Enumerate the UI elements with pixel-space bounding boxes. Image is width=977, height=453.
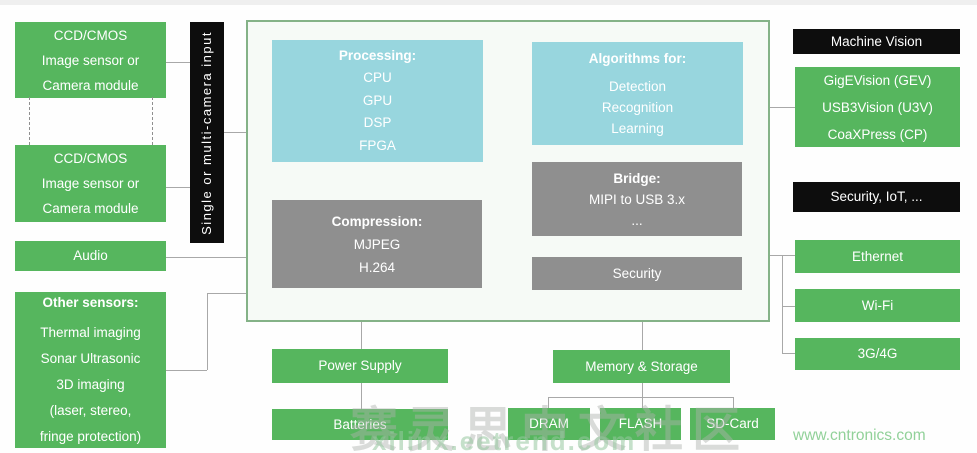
connector-camera2-inputbar — [166, 187, 190, 188]
machine-vision-label: Machine Vision — [830, 33, 923, 49]
connector-soc-powersupply — [361, 322, 362, 349]
vision-interface-item: USB3Vision (U3V) — [822, 99, 933, 115]
ethernet-label: Ethernet — [851, 248, 904, 264]
page-top-border — [0, 0, 977, 5]
security-box: Security — [532, 257, 742, 290]
algorithms-item: Detection — [608, 79, 667, 94]
watermark-cntronics: www.cntronics.com — [793, 427, 926, 444]
connector-ladder-sdcard — [733, 397, 734, 408]
camera-module-line: CCD/CMOS — [53, 27, 128, 43]
dram-box: DRAM — [508, 408, 590, 440]
camera-module-line: Image sensor or — [41, 52, 140, 68]
other-sensors-box: Other sensors: Thermal imaging Sonar Ult… — [15, 292, 166, 448]
camera-module-line: Camera module — [42, 201, 139, 216]
camera-module-line: Image sensor or — [41, 176, 140, 191]
algorithms-title: Algorithms for: — [588, 51, 687, 66]
connector-ladder-dram — [548, 397, 549, 408]
dashed-camera-ellipsis — [29, 97, 30, 145]
connector-audio-soc — [166, 257, 246, 258]
connector-connectivity-trunk — [782, 255, 783, 353]
security-iot-header: Security, IoT, ... — [793, 182, 960, 212]
connector-soc-visioninterfaces — [770, 107, 795, 108]
wifi-label: Wi-Fi — [861, 297, 894, 313]
processing-item: FPGA — [359, 137, 396, 153]
processing-item: CPU — [363, 70, 392, 86]
memory-storage-label: Memory & Storage — [585, 358, 698, 374]
power-supply-box: Power Supply — [272, 349, 448, 383]
camera-module-box-1: CCD/CMOS Image sensor or Camera module — [15, 22, 166, 98]
connector-trunk-wifi — [782, 306, 795, 307]
camera-module-line: Camera module — [42, 77, 139, 93]
dram-label: DRAM — [529, 416, 569, 431]
watermark-chinese: 赛灵思中文社区 — [350, 404, 750, 453]
cellular-box: 3G/4G — [795, 338, 960, 370]
security-iot-label: Security, IoT, ... — [830, 189, 923, 204]
bridge-title: Bridge: — [613, 170, 661, 186]
sd-card-label: SD-Card — [706, 416, 759, 431]
processing-item: GPU — [362, 92, 393, 108]
flash-label: FLASH — [618, 416, 663, 431]
cellular-label: 3G/4G — [857, 346, 898, 361]
other-sensor-item: fringe protection) — [39, 429, 142, 444]
camera-module-box-2: CCD/CMOS Image sensor or Camera module — [15, 145, 166, 222]
batteries-label: Batteries — [333, 416, 387, 432]
connector-memory-ladder — [548, 397, 733, 398]
processing-title: Processing: — [338, 47, 417, 63]
connector-memory-flash — [642, 383, 643, 408]
camera-input-bar: Single or multi-camera input — [190, 22, 224, 243]
processing-box: Processing: CPU GPU DSP FPGA — [272, 40, 483, 162]
vision-interface-item: GigEVision (GEV) — [823, 72, 932, 88]
audio-label: Audio — [73, 248, 108, 263]
watermark-site: xilinx.eetrend.com — [372, 426, 637, 453]
connector-camera1-inputbar — [166, 62, 190, 63]
wifi-box: Wi-Fi — [795, 289, 960, 322]
algorithms-item: Learning — [611, 121, 664, 136]
bridge-box: Bridge: MIPI to USB 3.x ... — [532, 162, 742, 236]
bridge-item: ... — [631, 212, 643, 228]
other-sensor-item: Thermal imaging — [40, 325, 141, 340]
flash-box: FLASH — [600, 408, 681, 440]
other-sensors-title: Other sensors: — [42, 295, 139, 310]
power-supply-label: Power Supply — [318, 358, 402, 373]
connector-trunk-cellular — [782, 353, 795, 354]
vision-interfaces-box: GigEVision (GEV) USB3Vision (U3V) CoaXPr… — [795, 67, 960, 147]
batteries-box: Batteries — [272, 409, 448, 440]
sd-card-box: SD-Card — [690, 408, 775, 440]
algorithms-box: Algorithms for: Detection Recognition Le… — [532, 42, 743, 145]
camera-input-bar-label: Single or multi-camera input — [199, 30, 214, 235]
other-sensor-item: 3D imaging — [56, 377, 125, 392]
connector-powersupply-batteries — [361, 383, 362, 409]
vision-interface-item: CoaXPress (CP) — [827, 126, 928, 142]
compression-item: MJPEG — [353, 236, 401, 252]
compression-title: Compression: — [331, 213, 423, 229]
machine-vision-header: Machine Vision — [793, 29, 960, 54]
connector-inputbar-soc — [224, 132, 246, 133]
connector-othersensors-soc — [207, 293, 246, 294]
other-sensor-item: Sonar Ultrasonic — [40, 351, 141, 366]
ethernet-box: Ethernet — [795, 240, 960, 273]
dashed-camera-ellipsis — [152, 97, 153, 145]
connector-soc-memory — [642, 322, 643, 350]
connector-othersensors-soc — [207, 293, 208, 370]
connector-othersensors-soc — [166, 370, 207, 371]
security-label: Security — [612, 265, 662, 281]
memory-storage-box: Memory & Storage — [553, 350, 730, 383]
algorithms-item: Recognition — [601, 100, 674, 115]
other-sensor-item: (laser, stereo, — [49, 403, 132, 418]
bridge-item: MIPI to USB 3.x — [588, 191, 686, 207]
processing-item: DSP — [363, 115, 392, 131]
compression-box: Compression: MJPEG H.264 — [272, 200, 482, 288]
compression-item: H.264 — [358, 259, 396, 275]
camera-module-line: CCD/CMOS — [53, 151, 128, 166]
audio-box: Audio — [15, 241, 166, 271]
